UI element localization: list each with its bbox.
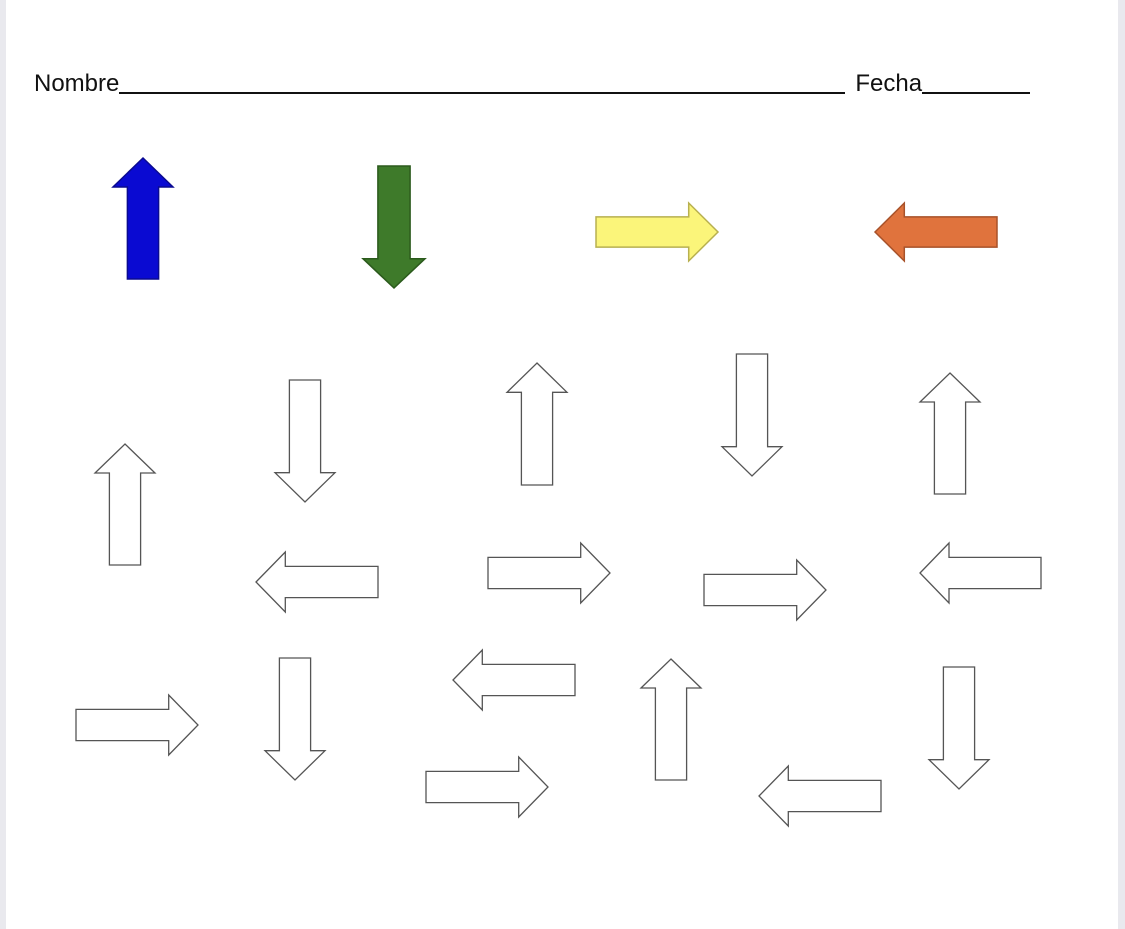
legend-arrow-up-icon xyxy=(111,156,175,280)
outline-arrow-left-icon xyxy=(452,648,576,712)
date-blank-line[interactable] xyxy=(922,92,1031,94)
outline-arrow-right-icon xyxy=(487,541,611,605)
legend-arrow-left-icon xyxy=(873,201,998,263)
worksheet-header: Nombre Fecha xyxy=(34,62,1064,98)
name-blank-line[interactable] xyxy=(119,92,846,94)
legend-arrow-down-icon xyxy=(361,165,427,290)
worksheet-page xyxy=(6,0,1118,929)
outline-arrow-up-icon xyxy=(505,362,569,486)
outline-arrow-left-icon xyxy=(919,541,1042,605)
outline-arrow-up-icon xyxy=(918,372,982,495)
outline-arrow-down-icon xyxy=(263,657,327,781)
outline-arrow-right-icon xyxy=(75,693,199,757)
outline-arrow-down-icon xyxy=(720,353,784,477)
name-label: Nombre xyxy=(34,70,120,97)
outline-arrow-left-icon xyxy=(758,764,882,828)
legend-arrow-right-icon xyxy=(595,201,720,263)
outline-arrow-down-icon xyxy=(273,379,337,503)
outline-arrow-up-icon xyxy=(93,443,157,566)
date-label: Fecha xyxy=(855,70,923,97)
outline-arrow-left-icon xyxy=(255,550,379,614)
outline-arrow-down-icon xyxy=(927,666,991,790)
outline-arrow-right-icon xyxy=(425,755,549,819)
outline-arrow-right-icon xyxy=(703,558,827,622)
outline-arrow-up-icon xyxy=(639,658,703,781)
